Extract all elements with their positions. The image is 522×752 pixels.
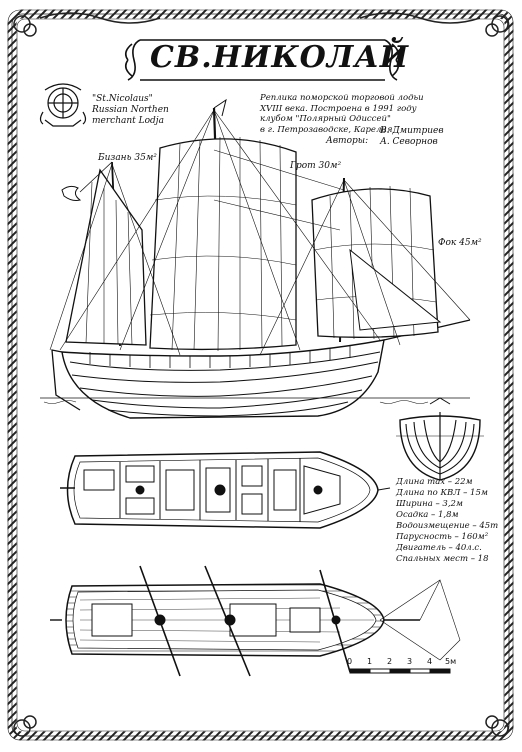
caption-line: Russian Northen	[92, 105, 169, 115]
caption-english: "St.Nicolaus" Russian Northen merchant L…	[92, 94, 169, 127]
description-line: в г. Петрозаводске, Карелия	[260, 124, 393, 135]
specifications-list: Длина max – 22м Длина по КВЛ – 15м Ширин…	[396, 477, 498, 565]
author-1: В. Дмитриев	[380, 126, 444, 136]
side-elevation	[40, 98, 471, 419]
scale-bar	[349, 668, 451, 674]
sail-label-bizan: Бизань 35м²	[98, 153, 157, 163]
deck-plan-interior	[60, 451, 391, 529]
description-block: Реплика поморской торговой лодьи XVIII в…	[260, 93, 424, 135]
page-title: СВ.НИКОЛАЙ	[150, 40, 410, 75]
description-line: XVIII века. Построена в 1991 году	[260, 103, 417, 114]
spec-item: Ширина – 3,2м	[396, 499, 463, 509]
spec-item: Двигатель – 40л.с.	[396, 543, 482, 553]
spec-item: Водоизмещение – 45т	[396, 521, 499, 531]
spec-item: Длина по КВЛ – 15м	[396, 488, 488, 498]
scale-tick-2: 2	[387, 657, 393, 666]
caption-line: merchant Lodja	[92, 116, 164, 126]
caption-line: "St.Nicolaus"	[92, 94, 153, 104]
bow-section-view	[396, 397, 484, 481]
spec-item: Длина max – 22м	[396, 477, 473, 487]
description-line: Реплика поморской торговой лодьи	[260, 93, 424, 103]
author-2: А. Севорнов	[380, 137, 438, 147]
spec-item: Парусность – 160м²	[396, 532, 489, 542]
title-cartouche	[124, 39, 400, 81]
scale-tick-0: 0	[347, 657, 353, 666]
sail-label-fok: Фок 45м²	[438, 238, 482, 248]
sail-label-grot: Грот 30м²	[290, 161, 342, 171]
club-emblem-icon	[39, 83, 87, 127]
scale-tick-4: 4	[427, 657, 433, 666]
authors-label: Авторы:	[326, 136, 369, 146]
deck-plan-top	[50, 565, 461, 677]
spec-item: Осадка – 1,8м	[396, 510, 459, 520]
scale-tick-1: 1	[367, 657, 373, 666]
scale-tick-3: 3	[407, 657, 413, 666]
spec-item: Спальных мест – 18	[396, 554, 489, 564]
rope-border	[7, 9, 514, 741]
scale-tick-5: 5м	[445, 657, 457, 666]
description-line: клубом "Полярный Одиссей"	[260, 114, 391, 124]
